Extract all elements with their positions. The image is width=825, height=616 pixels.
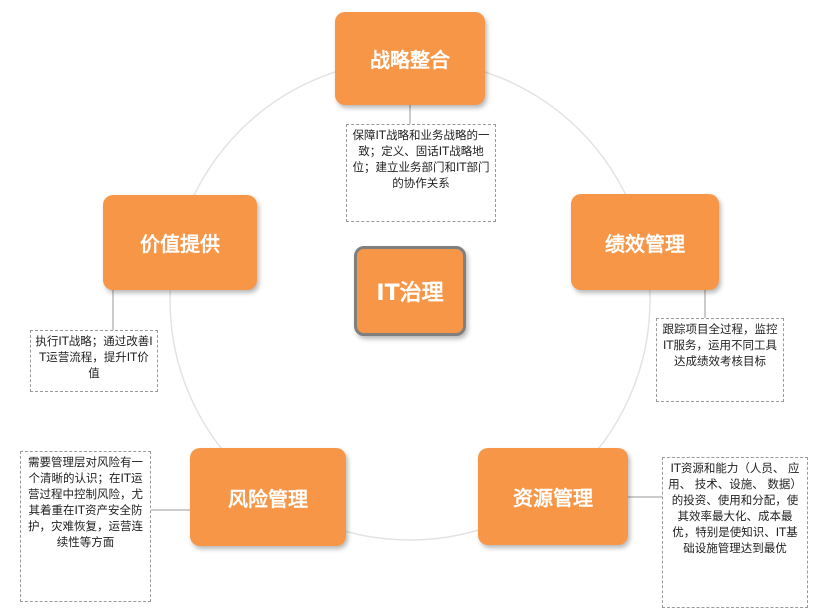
node-performance-management: 绩效管理 [571, 194, 719, 290]
note-value-delivery: 执行IT战略；通过改善IT运营流程，提升IT价值 [30, 330, 158, 392]
node-label: 风险管理 [228, 486, 308, 511]
center-label: IT治理 [376, 281, 444, 306]
note-performance-management: 跟踪项目全过程，监控IT服务，运用不同工具达成绩效考核目标 [656, 318, 784, 402]
node-label: 战略整合 [370, 48, 450, 72]
node-resource-management: 资源管理 [478, 448, 628, 545]
note-resource-management: IT资源和能力（人员、 应用、 技术、设施、 数据）的投资、使用和分配，使其效率… [662, 457, 808, 608]
node-label: 资源管理 [513, 486, 593, 510]
node-label: 价值提供 [140, 232, 220, 256]
node-label: 绩效管理 [605, 231, 685, 256]
node-risk-management: 风险管理 [190, 448, 346, 546]
node-value-delivery: 价值提供 [103, 195, 257, 290]
note-strategy-integration: 保障IT战略和业务战略的一致；定义、固话IT战略地位；建立业务部门和IT部门的协… [346, 124, 496, 222]
center-node-it-governance: IT治理 [354, 246, 466, 336]
node-strategy-integration: 战略整合 [335, 12, 485, 105]
note-risk-management: 需要管理层对风险有一个清晰的认识；在IT运营过程中控制风险，尤其着重在IT资产安… [20, 451, 151, 602]
